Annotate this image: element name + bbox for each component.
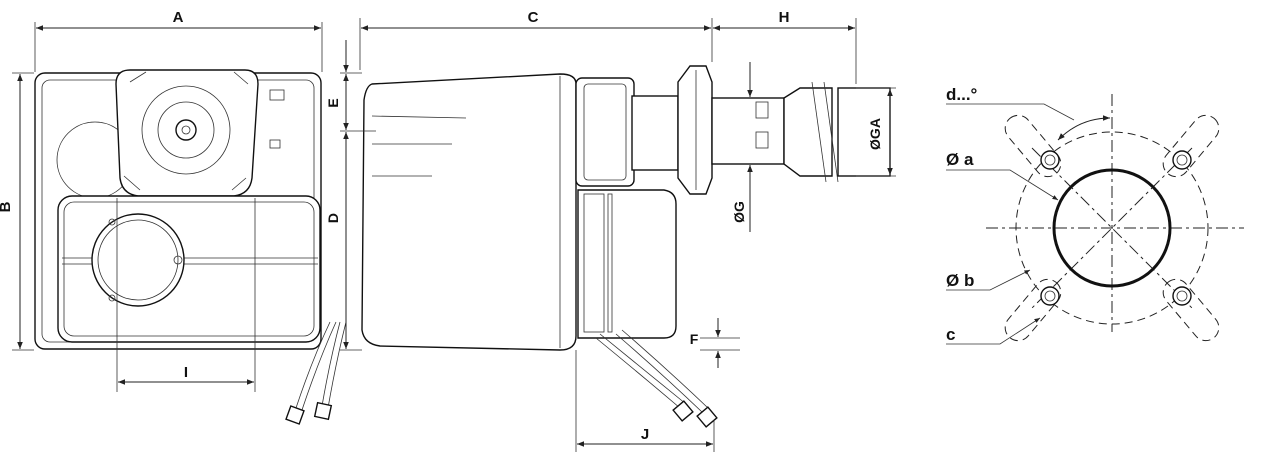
label-c-detail: c bbox=[946, 325, 955, 344]
front-hose-1 bbox=[295, 321, 337, 411]
front-hose-2 bbox=[321, 321, 347, 409]
label-a: A bbox=[173, 9, 184, 26]
label-ga: ØGA bbox=[867, 118, 883, 150]
angle-arc bbox=[1057, 115, 1111, 141]
side-dimensions bbox=[340, 18, 896, 452]
leader-c bbox=[946, 317, 1041, 345]
leader-angle bbox=[946, 103, 1075, 121]
side-flame-head bbox=[783, 87, 833, 177]
bolt-circle-b bbox=[1015, 131, 1209, 325]
leader-dia-a bbox=[946, 169, 1059, 201]
label-c: C bbox=[528, 9, 539, 26]
label-b: B bbox=[0, 201, 14, 212]
side-casing bbox=[361, 73, 577, 351]
side-air-tube bbox=[575, 77, 635, 187]
side-blast-tube bbox=[711, 97, 785, 165]
label-f: F bbox=[690, 331, 699, 347]
mounting-slots bbox=[1004, 114, 1220, 342]
label-e: E bbox=[325, 98, 341, 107]
side-hose-1 bbox=[595, 333, 687, 409]
label-i: I bbox=[184, 364, 188, 381]
bolt-holes bbox=[1040, 150, 1192, 306]
flange-detail bbox=[946, 94, 1244, 345]
side-nozzle-extension bbox=[837, 87, 891, 177]
front-view bbox=[34, 69, 347, 425]
label-dia-b: Ø b bbox=[946, 271, 974, 290]
bore-circle-a bbox=[1052, 168, 1172, 288]
leader-dia-b bbox=[946, 269, 1031, 291]
side-view bbox=[361, 65, 891, 428]
side-fan-cover bbox=[577, 189, 677, 339]
side-hose-2 bbox=[615, 329, 709, 413]
side-mounting-flange bbox=[677, 65, 713, 195]
label-h: H bbox=[779, 9, 790, 26]
front-motor-circle bbox=[91, 213, 185, 307]
label-g: ØG bbox=[731, 201, 747, 223]
label-d: D bbox=[325, 213, 341, 223]
front-dimensions bbox=[12, 22, 323, 392]
label-dia-a: Ø a bbox=[946, 150, 974, 169]
label-j: J bbox=[641, 426, 649, 443]
label-angle: d...° bbox=[946, 85, 978, 104]
